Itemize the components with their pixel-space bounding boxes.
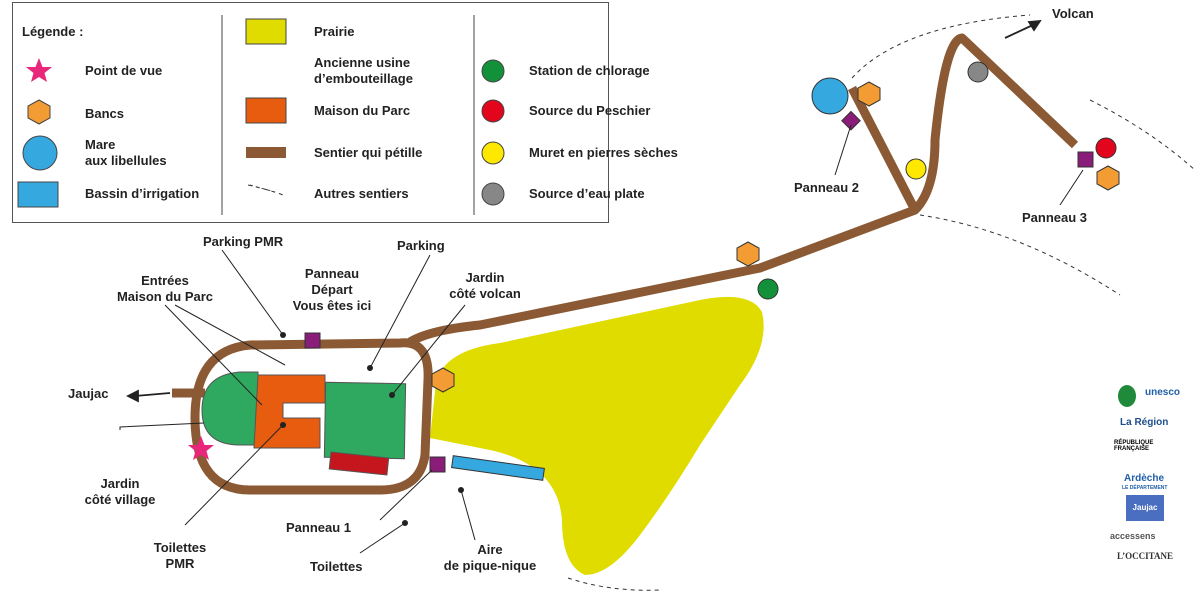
mare-libellules[interactable] [811, 77, 849, 115]
station-chlorage-marker[interactable] [757, 278, 779, 300]
source-peschier-marker[interactable] [1095, 137, 1117, 159]
bassin-irrigation [451, 455, 545, 481]
logo-departement: LE DÉPARTEMENT [1122, 485, 1168, 491]
legend-symbols [17, 15, 505, 215]
label-jaujac: Jaujac [68, 386, 109, 401]
bench-icons [431, 81, 1120, 393]
jaujac-arrow-icon [134, 392, 171, 397]
panneau-3-marker[interactable] [1077, 151, 1094, 168]
label-parking: Parking [397, 238, 445, 253]
panneau-depart-marker[interactable] [304, 332, 321, 349]
legend-title: Légende : [22, 24, 84, 39]
label-toilettes-pmr: Toilettes PMR [153, 540, 207, 571]
volcan-arrow-icon [1004, 23, 1036, 39]
legend-mare: Mare aux libellules [85, 137, 167, 168]
muret-marker[interactable] [905, 158, 927, 180]
legend-autres-sentiers: Autres sentiers [314, 186, 409, 201]
panneau-2-marker[interactable] [841, 110, 861, 131]
point-de-vue-star-icon [188, 436, 214, 460]
label-jardin-volcan: Jardin côté volcan [449, 270, 521, 301]
legend-bancs: Bancs [85, 106, 125, 121]
label-volcan: Volcan [1052, 6, 1094, 21]
label-entrees: Entrées Maison du Parc [116, 273, 214, 304]
source-eau-plate-marker[interactable] [967, 61, 989, 83]
legend-peschier: Source du Peschier [529, 103, 651, 118]
label-jardin-village: Jardin côté village [84, 476, 156, 507]
label-parking-pmr: Parking PMR [203, 234, 284, 249]
maison-du-parc [253, 374, 326, 449]
legend-maison: Maison du Parc [314, 103, 411, 118]
other-trails [247, 14, 1196, 591]
legend-usine: Ancienne usine d’embouteillage [314, 55, 413, 86]
leader-lines [119, 124, 1084, 554]
legend-chlorage: Station de chlorage [529, 63, 650, 78]
label-panneau-3: Panneau 3 [1022, 210, 1088, 225]
label-panneau-depart: Panneau Départ Vous êtes ici [292, 266, 372, 313]
logo-region: La Région [1120, 417, 1169, 428]
legend-eau-plate: Source d’eau plate [529, 186, 645, 201]
logo-republique: RÉPUBLIQUE FRANÇAISE [1114, 440, 1154, 452]
legend-point-de-vue: Point de vue [85, 63, 163, 78]
legend-sentier: Sentier qui pétille [314, 145, 423, 160]
label-aire-pique-nique: Aire de pique-nique [443, 542, 537, 573]
logo-occitane: L’OCCITANE [1117, 551, 1174, 561]
label-panneau-1: Panneau 1 [286, 520, 352, 535]
legend-box [12, 2, 609, 223]
label-toilettes: Toilettes [310, 559, 363, 574]
logo-unesco: unesco [1145, 387, 1181, 398]
logo-jaujac: Jaujac [1126, 495, 1164, 521]
jardin-cote-village [201, 371, 259, 446]
label-panneau-2: Panneau 2 [794, 180, 860, 195]
ancienne-usine [328, 451, 390, 476]
legend-muret: Muret en pierres sèches [529, 145, 678, 160]
prairie-area [430, 296, 764, 575]
panneau-1-marker[interactable] [429, 456, 446, 473]
logo-ardeche: Ardèche [1124, 473, 1165, 484]
logo-accessens: accessens [1110, 531, 1156, 541]
legend-prairie: Prairie [314, 24, 355, 39]
legend-bassin: Bassin d’irrigation [85, 186, 200, 201]
